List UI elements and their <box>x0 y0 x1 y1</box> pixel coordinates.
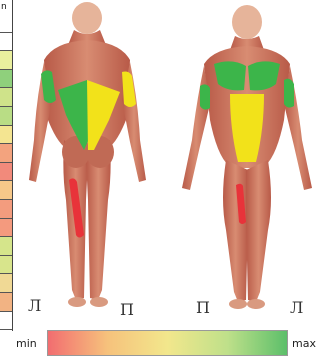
back-figure <box>29 2 146 307</box>
strip-cell <box>0 33 12 52</box>
strip-cell <box>0 274 12 293</box>
front-right-leg <box>223 160 248 302</box>
front-head <box>232 5 262 39</box>
strip-cell <box>0 51 12 70</box>
strip-cell <box>0 107 12 126</box>
strip-cell <box>0 126 12 145</box>
scale-max-label: max <box>292 337 316 350</box>
strip-cell <box>0 144 12 163</box>
strip-header: n <box>1 2 7 12</box>
anatomy-svg <box>14 0 321 330</box>
strip-cell <box>0 163 12 182</box>
back-left-foot <box>68 297 86 307</box>
back-right-foot <box>90 297 108 307</box>
front-left-bicep-highlight <box>284 79 294 108</box>
strip-cell <box>0 181 12 200</box>
front-left-side-label: Л <box>290 298 303 317</box>
back-right-side-label: П <box>120 300 134 319</box>
strip-cell <box>0 312 12 331</box>
side-strip: n <box>0 0 13 331</box>
front-left-leg <box>246 160 271 302</box>
scale-min-label: min <box>16 337 37 350</box>
strip-cell <box>0 256 12 275</box>
front-right-side-label: П <box>196 298 210 317</box>
front-right-foot <box>229 299 247 309</box>
front-figure <box>182 5 312 309</box>
strip-cell <box>0 88 12 107</box>
strip-cell <box>0 237 12 256</box>
back-head <box>72 2 102 34</box>
anatomy-figures: Л П П Л <box>14 0 321 330</box>
strip-cell <box>0 200 12 219</box>
strip-cell <box>0 293 12 312</box>
intensity-scale-bar <box>47 330 288 356</box>
back-left-side-label: Л <box>28 296 41 315</box>
front-right-bicep-highlight <box>200 84 210 109</box>
strip-cell <box>0 14 12 33</box>
strip-cell <box>0 219 12 238</box>
front-left-foot <box>247 299 265 309</box>
strip-cell <box>0 70 12 89</box>
